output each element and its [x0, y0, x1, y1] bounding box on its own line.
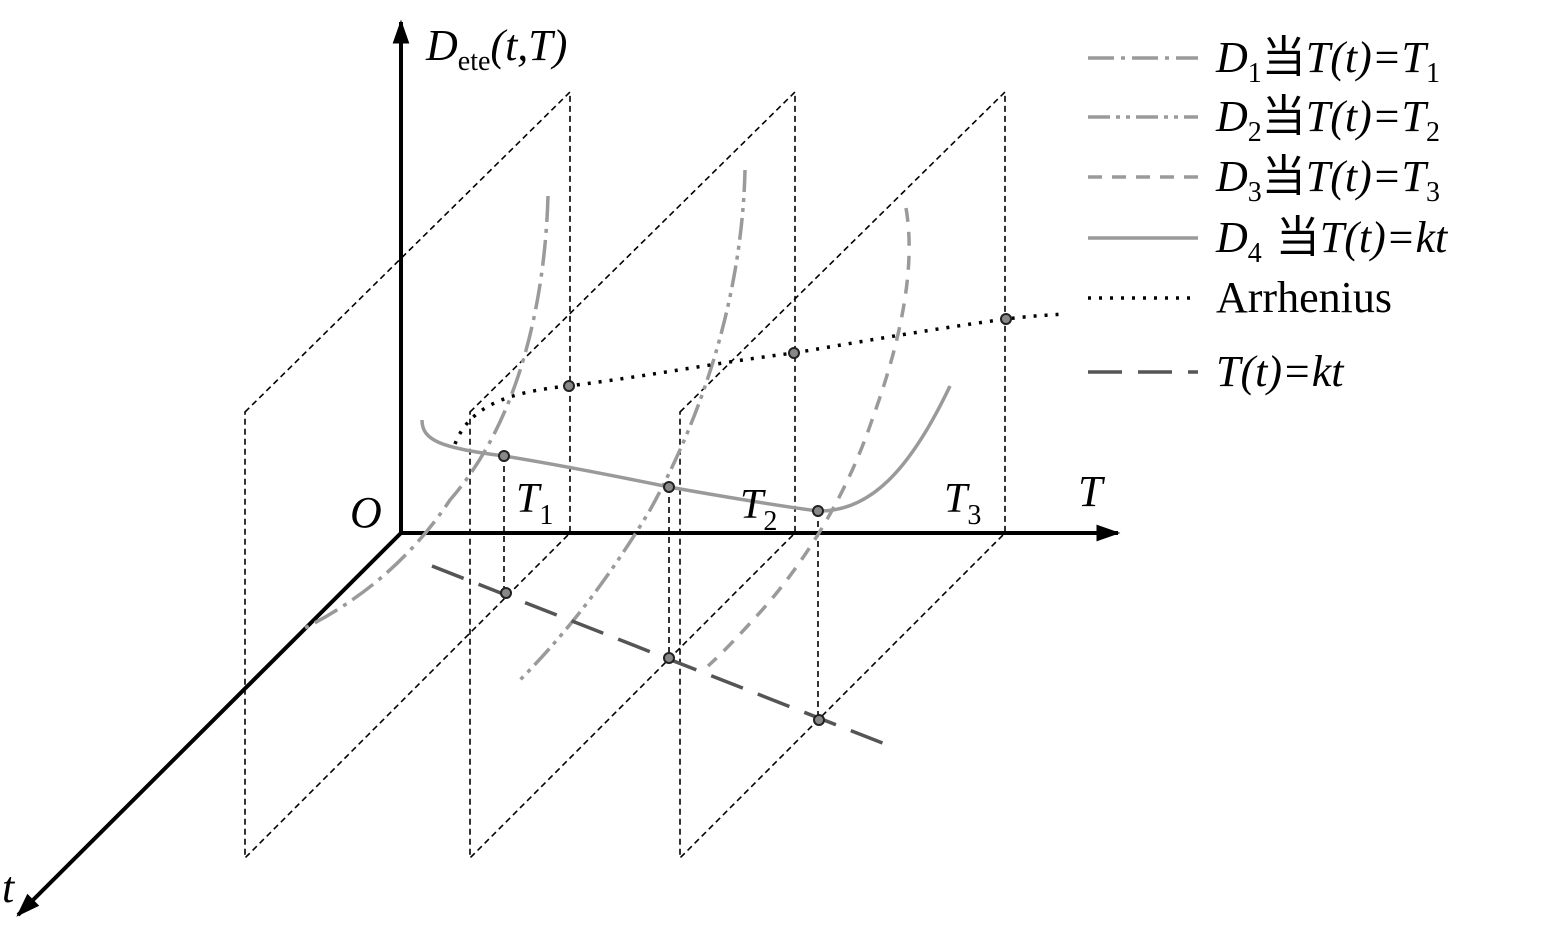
point-d4-t1 — [498, 450, 510, 462]
label-args: (t,T) — [490, 21, 567, 70]
points — [498, 313, 1012, 726]
point-tkt-3 — [813, 714, 825, 726]
point-d4-t3 — [812, 505, 824, 517]
planes — [244, 90, 1006, 860]
plane-t1 — [469, 90, 796, 860]
tick-label-t1: T1 — [516, 476, 553, 531]
curve-d1 — [304, 195, 550, 630]
curve-d4 — [420, 385, 952, 513]
time-axis-label: t — [2, 863, 16, 912]
point-arrhenius-3 — [1000, 313, 1012, 325]
vertical-axis-label: Dete(t,T) — [425, 21, 567, 77]
axes — [16, 19, 1121, 917]
origin-label: O — [350, 488, 382, 537]
time-axis — [16, 531, 403, 917]
legend-entry-tkt: T(t)=kt — [1216, 347, 1345, 396]
plane-left — [244, 90, 571, 860]
curve-d3 — [706, 207, 911, 668]
point-arrhenius-2 — [788, 347, 800, 359]
curves — [304, 169, 1065, 748]
plane-t2 — [679, 90, 1006, 860]
curve-d2 — [516, 169, 747, 684]
point-d4-t2 — [663, 481, 675, 493]
tick-label-t2: T2 — [740, 482, 777, 537]
curve-arrhenius — [453, 312, 1065, 445]
point-tkt-2 — [663, 652, 675, 664]
label-sub: ete — [458, 46, 491, 77]
legend-entry-d2: D2当T(t)=T2 — [1215, 92, 1440, 148]
legend-entry-arrhenius: Arrhenius — [1216, 273, 1392, 322]
temperature-axis-label: T — [1078, 467, 1106, 516]
point-arrhenius-1 — [563, 380, 575, 392]
legend-entry-d1: D1当T(t)=T1 — [1215, 33, 1440, 89]
tick-label-t3: T3 — [944, 476, 981, 531]
point-tkt-1 — [500, 587, 512, 599]
projections — [503, 456, 819, 720]
legend-entry-d3: D3当T(t)=T3 — [1215, 152, 1440, 208]
label-main: D — [425, 21, 458, 70]
